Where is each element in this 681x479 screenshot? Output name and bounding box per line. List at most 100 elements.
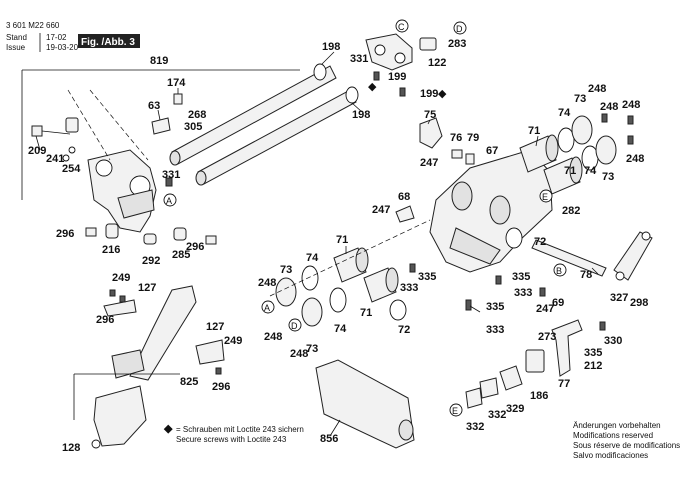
callout-71-left: 71 [336,234,348,246]
document-number: 3 601 M22 660 [6,21,60,30]
callout-74-left-lower: 74 [334,323,347,335]
screw-335-b [495,275,502,285]
cover-856 [315,359,415,449]
callout-268: 268 [188,109,206,121]
notice-line-es: Salvo modificaciones [573,451,648,460]
callout-127-lower: 127 [206,321,224,333]
notice-line-fr: Sous réserve de modifications [573,441,680,450]
callout-331-left: 331 [162,169,180,181]
callout-67: 67 [486,145,498,157]
washer-74-left [301,265,319,291]
ref-letter-d1: D [456,24,463,34]
callout-labels: 174 63 268 305 209 241 254 331 296 216 2… [28,38,648,454]
callout-72-right: 72 [534,236,546,248]
callout-68: 68 [398,191,410,203]
callout-199-a: 199 [388,71,406,83]
callout-74-mid: 74 [584,165,597,177]
washer-74-upper [557,127,575,153]
stand-date: 17-02 [46,33,67,42]
callout-216: 216 [102,244,120,256]
legend-diamond-icon: ◆ [163,423,173,435]
shaft-78 [531,239,607,277]
callout-174: 174 [167,77,186,89]
screw-296-right [205,235,217,245]
main-housing [429,149,553,273]
callout-330: 330 [604,335,622,347]
callout-75: 75 [424,109,436,121]
callout-198-top: 198 [322,41,340,53]
callout-247-right: 247 [536,303,554,315]
bolt-209 [31,125,71,137]
roller-left-lower-71 [363,267,399,303]
callout-333-a: 333 [400,282,418,294]
washer-72-left [389,299,407,321]
figure-label: Fig. /Abb. 3 [81,37,135,48]
ref-letter-e2: E [452,406,458,416]
screw-248-b [627,115,634,125]
bearing-73-mid [595,135,617,165]
screw-249-a [109,289,116,297]
notice-line-en: Modifications reserved [573,431,653,440]
washer-72-right [505,227,523,249]
callout-74-left: 74 [306,252,319,264]
screw-249-b [119,295,126,303]
legend-line-en: Secure screws with Loctite 243 [176,435,287,444]
callout-248-b: 248 [600,101,618,113]
clip-283 [419,37,437,51]
washer-74-left-lower [329,287,347,313]
screw-292 [143,233,157,245]
callout-296-lower: 296 [212,381,230,393]
reference-letters: C D A E A D B E [163,19,567,417]
callout-292: 292 [142,255,160,267]
bushing-216 [105,223,119,239]
callout-73-top: 73 [574,93,586,105]
ref-letter-b: B [556,266,562,276]
screw-174 [173,93,183,105]
issue-date: 19-03-20 [46,43,79,52]
callout-78: 78 [580,269,592,281]
callout-248-f: 248 [264,331,282,343]
screw-247-right [539,287,546,297]
callout-186: 186 [530,390,548,402]
callout-335-a: 335 [418,271,436,283]
plate-332-b [465,387,483,409]
callout-333-c: 333 [486,324,504,336]
callout-335-c: 335 [486,301,504,313]
callout-199-b: 199 [420,88,438,100]
callout-198-lower: 198 [352,109,370,121]
callout-331-top: 331 [350,53,368,65]
leader-lines [35,51,599,437]
roller-left-71 [333,247,369,283]
bearing-73-upper [571,115,593,145]
callout-335-d: 335 [584,347,602,359]
callout-273: 273 [538,331,556,343]
callout-296-mid: 296 [186,241,204,253]
callout-819: 819 [150,55,168,67]
callout-241: 241 [46,153,64,165]
screw-330 [599,321,606,331]
callout-63: 63 [148,100,160,112]
callout-79: 79 [467,132,479,144]
callout-74-top: 74 [558,107,571,119]
plate-329 [499,365,523,391]
rod-end-cap [365,33,413,71]
callout-73-left: 73 [280,264,292,276]
callout-332-a: 332 [488,409,506,421]
lever-327 [613,231,653,281]
guide-rod-upper [169,65,337,166]
callout-71-top: 71 [528,125,540,137]
callout-127-top: 127 [138,282,156,294]
callout-247-top: 247 [420,157,438,169]
callout-825: 825 [180,376,198,388]
callout-329: 329 [506,403,524,415]
screw-199-b [399,87,406,97]
callout-248-d: 248 [626,153,644,165]
ring-198-upper [313,63,327,81]
callout-248-a: 248 [588,83,606,95]
loctite-diamond-icon: ◆ [438,88,447,100]
notice-line-de: Änderungen vorbehalten [573,421,661,430]
callout-305: 305 [184,121,202,133]
callout-212: 212 [584,360,602,372]
callout-327: 327 [610,292,628,304]
callout-73-mid: 73 [602,171,614,183]
